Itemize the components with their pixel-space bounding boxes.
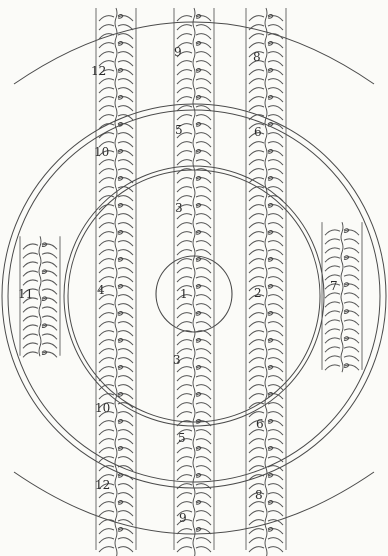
label-strip-8-lower: 8 — [255, 488, 263, 502]
label-strip-8-upper: 8 — [253, 50, 261, 64]
label-strip-6-lower: 6 — [256, 417, 264, 431]
label-strip-10-lower: 10 — [95, 401, 110, 415]
herringbone-strips — [20, 8, 362, 556]
label-strip-4: 4 — [97, 283, 105, 297]
label-strip-7: 7 — [330, 279, 338, 293]
label-strip-1: 1 — [180, 287, 188, 301]
label-strip-9-lower: 9 — [179, 511, 187, 525]
label-strip-12-lower: 12 — [95, 478, 110, 492]
label-strip-12-upper: 12 — [91, 64, 106, 78]
strip-column-right-outer — [322, 222, 362, 372]
label-strip-11: 11 — [18, 287, 33, 301]
strip-column-left — [96, 8, 136, 556]
label-strip-2: 2 — [254, 286, 262, 300]
strip-labels: 1 2 3 3 4 5 5 6 6 7 8 8 9 9 10 10 11 12 … — [18, 45, 338, 525]
label-strip-5-upper: 5 — [175, 123, 183, 137]
label-strip-10-upper: 10 — [94, 145, 109, 159]
label-strip-6-upper: 6 — [254, 125, 262, 139]
label-strip-5-lower: 5 — [178, 431, 186, 445]
label-strip-9-upper: 9 — [174, 45, 182, 59]
strip-column-centre — [174, 8, 214, 556]
label-strip-3-lower: 3 — [173, 353, 181, 367]
label-strip-3-upper: 3 — [175, 201, 183, 215]
